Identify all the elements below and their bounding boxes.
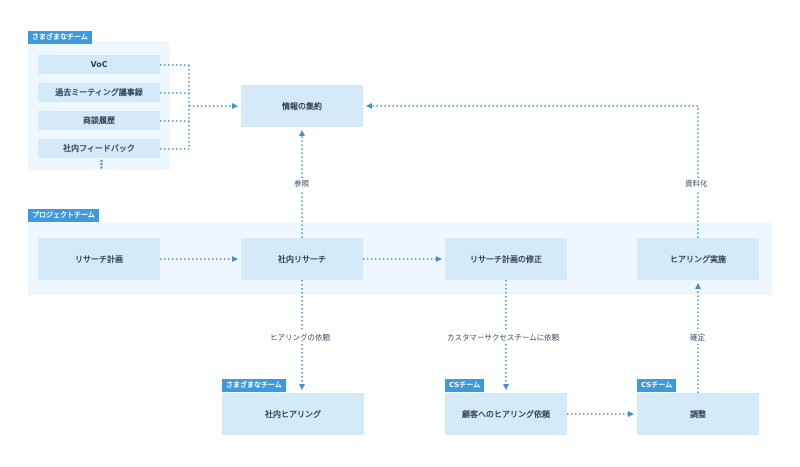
node-customer-hearing-request: 顧客へのヒアリング依頼 [445, 393, 567, 435]
node-plan-revision: リサーチ計画の修正 [445, 238, 567, 280]
edge-label-cs-request: カスタマーサクセスチームに依頼 [444, 332, 563, 344]
edge-label-documentation: 資料化 [682, 178, 711, 190]
node-internal-research: 社内リサーチ [241, 238, 363, 280]
edge-label-confirm: 確定 [687, 332, 708, 344]
cs-team-tag: CSチーム [445, 379, 485, 392]
node-research-plan: リサーチ計画 [38, 238, 160, 280]
edge-documentation [366, 103, 699, 238]
node-internal-hearing: 社内ヒアリング [222, 393, 364, 435]
project-team-tag: プロジェクトチーム [28, 209, 99, 222]
source-voc: VoC [38, 55, 160, 74]
source-sales-history: 商談履歴 [38, 111, 160, 130]
edge-label-hearing-request: ヒアリングの依頼 [267, 332, 333, 344]
cs-team-tag: CSチーム [637, 379, 677, 392]
more-sources-ellipsis: ⋮ [96, 158, 107, 171]
node-info-aggregation: 情報の集約 [241, 85, 363, 127]
source-internal-feedback: 社内フィードバック [38, 139, 160, 158]
source-meeting-minutes: 過去ミーティング議事録 [38, 83, 160, 102]
edge-label-reference: 参照 [291, 178, 312, 190]
various-teams-tag: さまざまなチーム [28, 31, 92, 44]
node-adjustment: 調整 [637, 393, 759, 435]
various-teams-tag-bottom: さまざまなチーム [222, 379, 286, 392]
node-hearing-execution: ヒアリング実施 [637, 238, 759, 280]
